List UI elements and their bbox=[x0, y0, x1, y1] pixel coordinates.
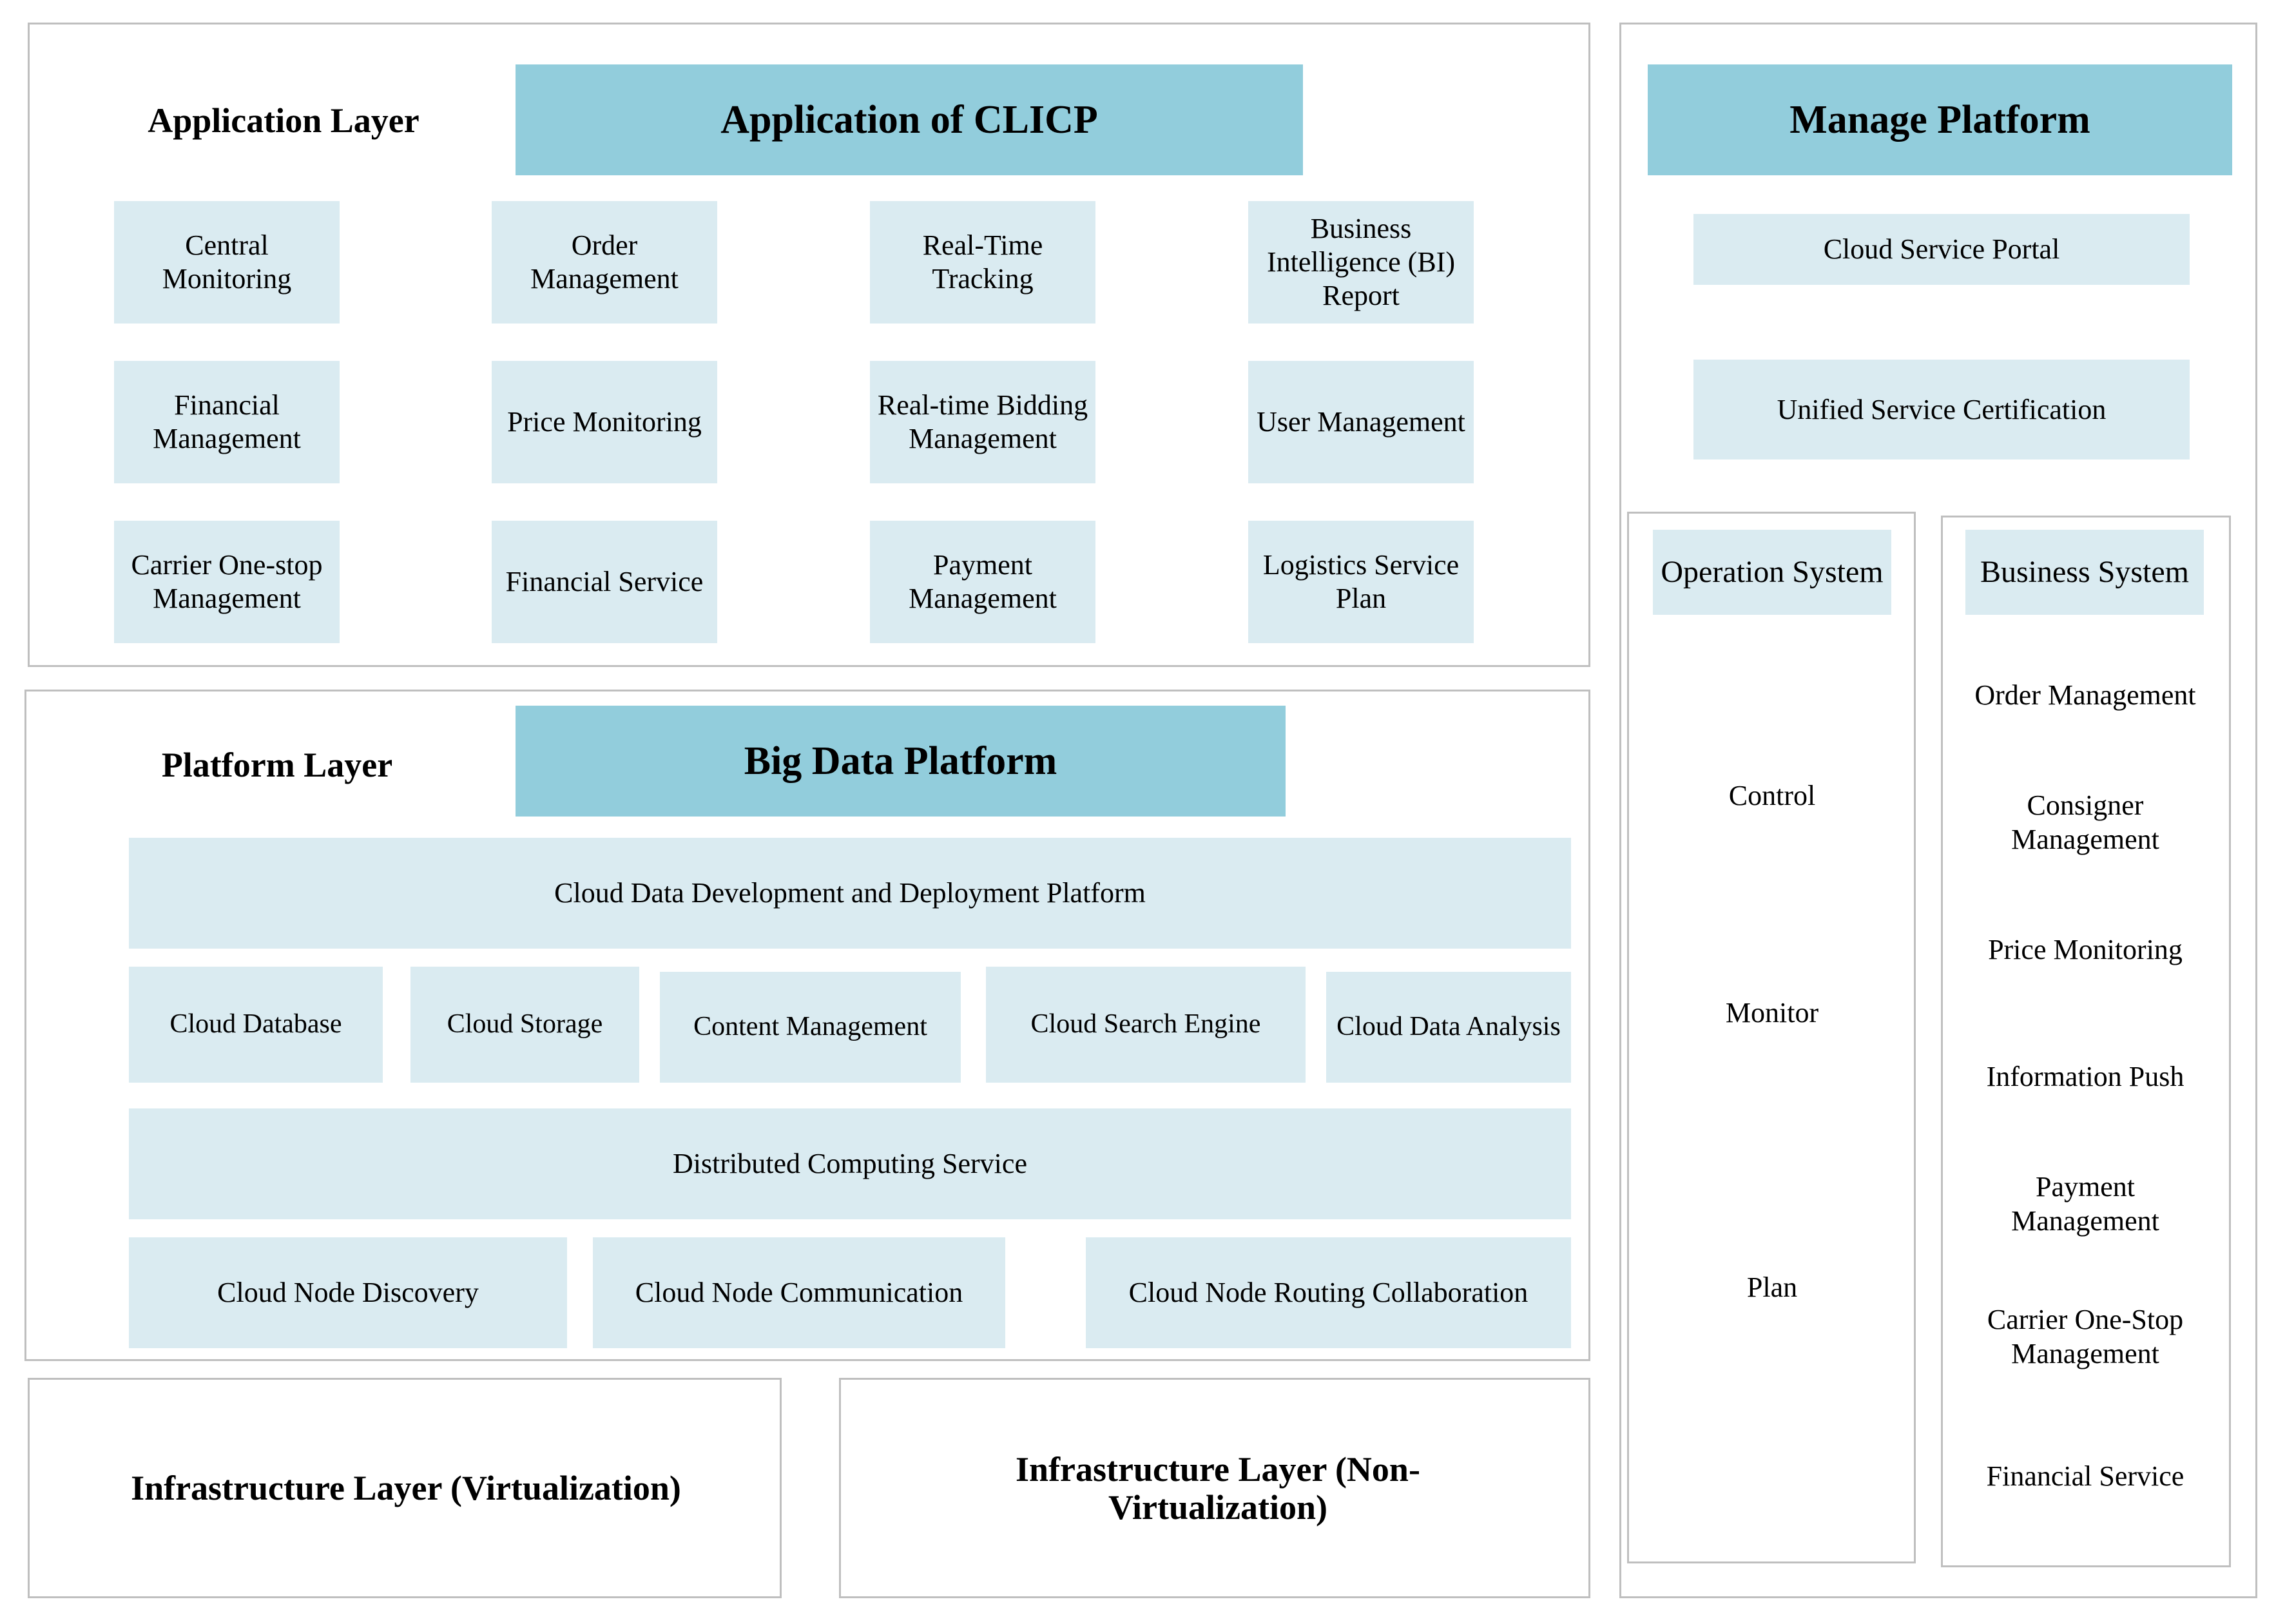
operation-system-item-control: Control bbox=[1728, 779, 1816, 811]
app-tile-real-time-tracking[interactable]: Real-Time Tracking bbox=[870, 201, 1095, 324]
manage-platform-header: Manage Platform bbox=[1648, 64, 2232, 175]
application-of-clicp-header: Application of CLICP bbox=[516, 64, 1303, 175]
platform-tile-cloud-node-routing-collaboration[interactable]: Cloud Node Routing Collaboration bbox=[1086, 1237, 1571, 1348]
manage-tile-unified-service-certification[interactable]: Unified Service Certification bbox=[1693, 360, 2190, 459]
app-tile-financial-management[interactable]: Financial Management bbox=[114, 361, 340, 483]
app-tile-payment-management[interactable]: Payment Management bbox=[870, 521, 1095, 643]
platform-tile-cloud-data-analysis[interactable]: Cloud Data Analysis bbox=[1326, 972, 1571, 1083]
infrastructure-virtualization-panel bbox=[28, 1378, 782, 1598]
business-system-item-consigner-management: Consigner Management bbox=[2011, 789, 2159, 855]
app-tile-bi-report[interactable]: Business Intelligence (BI) Report bbox=[1248, 201, 1474, 324]
app-tile-financial-service[interactable]: Financial Service bbox=[492, 521, 717, 643]
infrastructure-virtualization-label: Infrastructure Layer (Virtualization) bbox=[131, 1469, 681, 1508]
cloud-data-development-deployment-platform[interactable]: Cloud Data Development and Deployment Pl… bbox=[129, 838, 1571, 949]
operation-system-item-plan: Plan bbox=[1746, 1271, 1798, 1303]
business-system-item-information-push: Information Push bbox=[1986, 1060, 2184, 1092]
business-system-panel bbox=[1941, 516, 2231, 1567]
platform-tile-content-management[interactable]: Content Management bbox=[660, 972, 961, 1083]
business-system-item-carrier-one-stop-management: Carrier One-Stop Management bbox=[1987, 1304, 2184, 1369]
app-tile-price-monitoring[interactable]: Price Monitoring bbox=[492, 361, 717, 483]
operation-system-panel bbox=[1627, 512, 1916, 1563]
business-system-item-order-management: Order Management bbox=[1974, 679, 2196, 711]
platform-tile-cloud-storage[interactable]: Cloud Storage bbox=[410, 967, 639, 1083]
app-tile-logistics-service-plan[interactable]: Logistics Service Plan bbox=[1248, 521, 1474, 643]
operation-system-item-monitor: Monitor bbox=[1725, 996, 1819, 1029]
infrastructure-non-virtualization-label: Infrastructure Layer (Non-Virtualization… bbox=[1016, 1449, 1420, 1527]
business-system-item-payment-management: Payment Management bbox=[2011, 1171, 2159, 1237]
app-tile-order-management[interactable]: Order Management bbox=[492, 201, 717, 324]
app-tile-carrier-one-stop-management[interactable]: Carrier One-stop Management bbox=[114, 521, 340, 643]
platform-tile-cloud-node-discovery[interactable]: Cloud Node Discovery bbox=[129, 1237, 567, 1348]
application-layer-title: Application Layer bbox=[148, 101, 420, 140]
platform-tile-cloud-node-communication[interactable]: Cloud Node Communication bbox=[593, 1237, 1005, 1348]
business-system-item-financial-service: Financial Service bbox=[1986, 1460, 2184, 1492]
operation-system-header: Operation System bbox=[1653, 530, 1891, 615]
manage-tile-cloud-service-portal[interactable]: Cloud Service Portal bbox=[1693, 214, 2190, 285]
business-system-item-price-monitoring: Price Monitoring bbox=[1988, 933, 2183, 965]
big-data-platform-header: Big Data Platform bbox=[516, 706, 1286, 817]
app-tile-central-monitoring[interactable]: Central Monitoring bbox=[114, 201, 340, 324]
platform-tile-cloud-search-engine[interactable]: Cloud Search Engine bbox=[986, 967, 1306, 1083]
app-tile-user-management[interactable]: User Management bbox=[1248, 361, 1474, 483]
platform-tile-cloud-database[interactable]: Cloud Database bbox=[129, 967, 383, 1083]
platform-layer-title: Platform Layer bbox=[161, 745, 393, 784]
distributed-computing-service[interactable]: Distributed Computing Service bbox=[129, 1108, 1571, 1219]
app-tile-real-time-bidding-management[interactable]: Real-time Bidding Management bbox=[870, 361, 1095, 483]
infrastructure-non-virtualization-panel bbox=[839, 1378, 1590, 1598]
business-system-header: Business System bbox=[1965, 530, 2204, 615]
